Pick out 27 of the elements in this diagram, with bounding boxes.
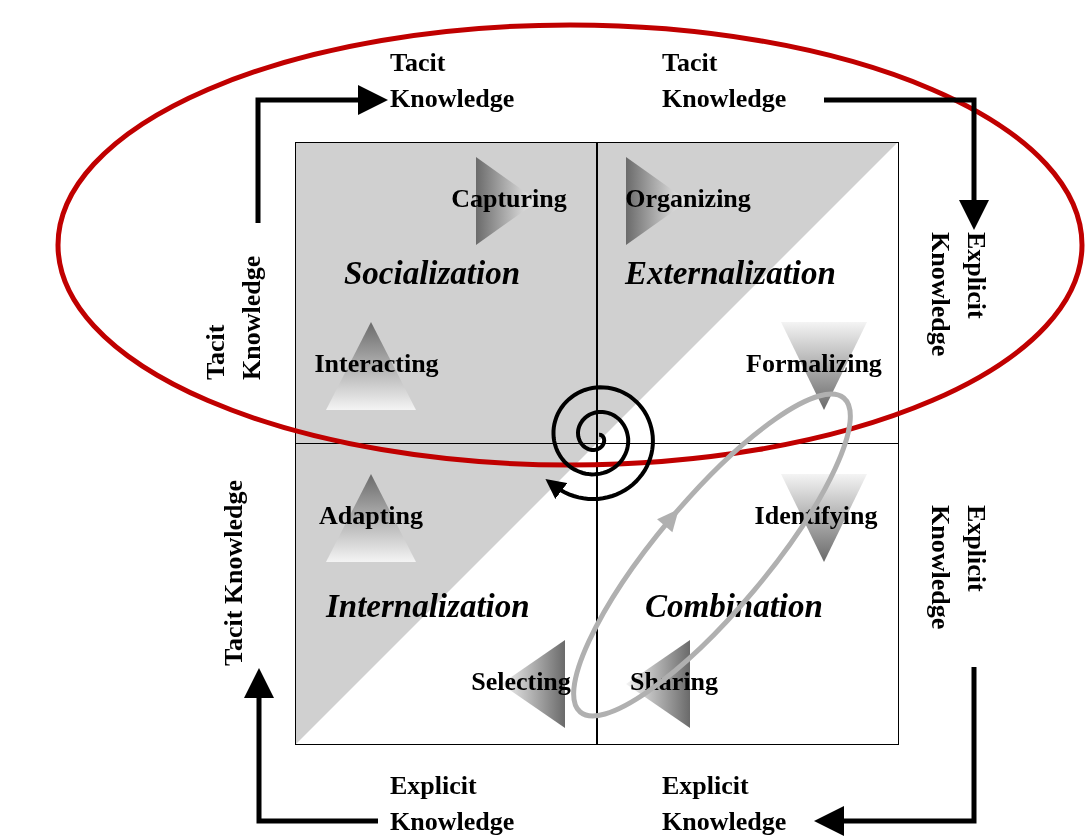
quadrant-panel [295,142,597,444]
axis-label: Tacit Knowledge [198,235,270,380]
step-label: Identifying [753,501,879,531]
arrow [255,85,388,223]
step-label: Organizing [624,184,752,214]
step-label: Formalizing [745,349,883,379]
step-label: Adapting [317,501,424,531]
arrow [244,668,378,824]
axis-label: Tacit Knowledge [662,45,812,117]
axis-label: Explicit Knowledge [390,768,540,836]
axis-label: Tacit Knowledge [216,448,254,666]
axis-label: Tacit Knowledge [390,45,540,117]
quadrant-title: Socialization [344,255,521,292]
quadrant-panel [597,142,899,444]
step-label: Interacting [313,349,440,379]
step-label: Capturing [450,184,568,214]
step-label: Selecting [470,667,572,697]
quadrant-title: Internalization [326,588,530,625]
quadrant-title: Externalization [625,255,836,292]
arrow [824,97,989,230]
axis-label: Explicit Knowledge [922,505,994,655]
arrow [814,667,977,836]
quadrant-title: Combination [645,588,823,625]
quadrant-panel [597,443,899,745]
axis-label: Explicit Knowledge [922,232,994,382]
axis-label: Explicit Knowledge [662,768,812,836]
quadrant-panel [295,443,597,745]
